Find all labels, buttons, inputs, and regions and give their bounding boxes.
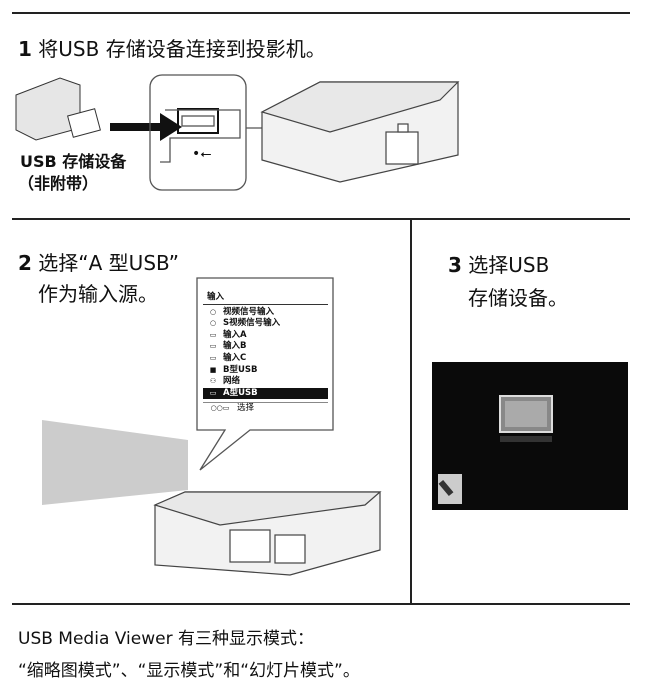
usb-device-label: USB 存储设备: [20, 152, 127, 171]
menu-item[interactable]: ▭ 输入B: [203, 341, 328, 353]
mid-divider: [12, 218, 630, 220]
menu-item-selected[interactable]: ▭ A型USB: [203, 387, 328, 400]
usb-device-note: （非附带）: [18, 174, 99, 193]
step2-heading-line2: 作为输入源。: [38, 282, 158, 306]
usb-a-icon: ▭: [209, 388, 217, 397]
input-port-icon: ▭: [209, 342, 217, 351]
menu-item-label: B型USB: [223, 364, 258, 375]
step-number: 3: [448, 253, 462, 277]
menu-item-label: 网络: [223, 376, 241, 387]
projected-beam: [42, 420, 188, 505]
storage-device-icon[interactable]: [499, 395, 553, 442]
step-text: 选择USB: [468, 253, 550, 277]
column-divider: [410, 218, 412, 604]
usb-b-icon: ■: [209, 365, 217, 374]
menu-item[interactable]: ○ S视频信号输入: [203, 318, 328, 330]
footer-line1: USB Media Viewer 有三种显示模式：: [18, 629, 314, 649]
usb-stick-small-icon: [438, 474, 462, 504]
menu-item-label: S视频信号输入: [223, 318, 281, 329]
step-number: 2: [18, 251, 32, 275]
menu-item-label: 输入C: [223, 352, 247, 363]
menu-title: 输入: [203, 292, 328, 305]
step-number: 1: [18, 37, 32, 61]
menu-item-label: 视频信号输入: [223, 306, 275, 317]
usb-stick-icon: [15, 77, 101, 141]
menu-item[interactable]: ▭ 输入C: [203, 353, 328, 365]
select-buttons-icon: ○○▭: [210, 404, 230, 413]
projector-image: [260, 81, 460, 183]
step2-heading: 2 选择“A 型USB”: [18, 247, 179, 276]
menu-item-label: 输入A: [223, 329, 247, 340]
menu-item[interactable]: ■ B型USB: [203, 365, 328, 377]
menu-item-label: A型USB: [223, 387, 258, 398]
step3-heading: 3 选择USB: [448, 249, 549, 278]
video-icon: ○: [209, 307, 217, 316]
menu-item[interactable]: ▭ 输入A: [203, 330, 328, 342]
input-port-icon: ▭: [209, 353, 217, 362]
network-icon: ⚇: [209, 377, 217, 386]
bottom-divider: [12, 603, 630, 605]
footer-line2: “缩略图模式”、“显示模式”和“幻灯片模式”。: [18, 661, 360, 681]
usb-symbol-icon: •⭠: [192, 146, 211, 162]
arrow-icon: [110, 113, 182, 141]
step-text: 选择“A 型USB”: [38, 251, 180, 275]
menu-item[interactable]: ○ 视频信号输入: [203, 307, 328, 319]
menu-footer: ○○▭ 选择: [203, 402, 328, 415]
menu-footer-label: 选择: [237, 403, 255, 414]
menu-item-label: 输入B: [223, 341, 247, 352]
menu-callout: [196, 277, 334, 471]
step-text: 将USB 存储设备连接到投影机。: [38, 37, 326, 61]
top-divider: [12, 12, 630, 14]
menu-item[interactable]: ⚇ 网络: [203, 376, 328, 388]
input-port-icon: ▭: [209, 330, 217, 339]
step3-heading-line2: 存储设备。: [468, 286, 568, 310]
projector-image-2: [153, 491, 382, 576]
s-video-icon: ○: [209, 319, 217, 328]
step1-heading: 1 将USB 存储设备连接到投影机。: [18, 33, 326, 62]
input-menu: 输入 ○ 视频信号输入 ○ S视频信号输入 ▭ 输入A ▭ 输入B ▭ 输入C ■ B型US…: [203, 292, 328, 415]
